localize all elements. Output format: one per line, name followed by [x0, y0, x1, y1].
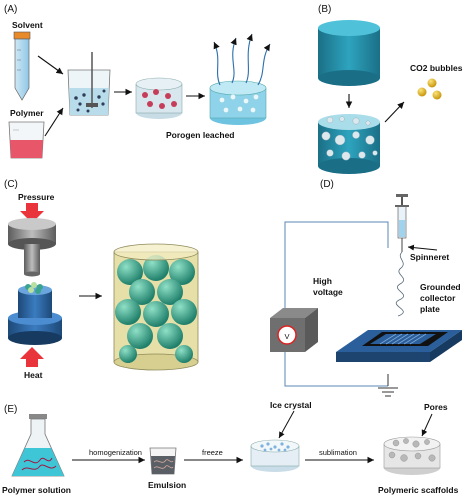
arrow-pores [421, 413, 433, 437]
freeze-label: freeze [202, 448, 223, 457]
co2-bubbles [417, 78, 442, 100]
leached-vessel [209, 33, 271, 125]
arrow-to-bubbles [384, 101, 405, 123]
panel-a: (A) Solvent Polymer [4, 4, 271, 159]
spinneret-label: Spinneret [410, 252, 449, 262]
panel-d: (D) Spinneret High voltage Grounded [270, 179, 462, 397]
panel-e: (E) Polymer solution homogenization Emul… [2, 400, 459, 495]
sintered-jar [113, 243, 199, 371]
mold-with-porogen [135, 77, 183, 119]
press-bottom [8, 282, 62, 345]
polymer-beaker [8, 121, 45, 159]
panel-e-label: (E) [4, 404, 17, 415]
grounded-label-2: collector [420, 293, 456, 303]
syringe [395, 194, 409, 252]
homogenization-label: homogenization [89, 448, 142, 457]
fiber-jet [396, 251, 405, 317]
collector-plate [336, 330, 462, 362]
press-top [8, 218, 56, 277]
arrow-polymer-to-mixer [44, 107, 64, 137]
panel-d-label: (D) [320, 179, 334, 190]
high-voltage-label-1: High [313, 276, 332, 286]
foamed-cylinder [318, 114, 380, 174]
pores-label: Pores [424, 402, 448, 412]
polymer-solution-label: Polymer solution [2, 485, 71, 495]
grounded-label-3: plate [420, 304, 440, 314]
grounded-label-1: Grounded [420, 282, 461, 292]
emulsion-label: Emulsion [148, 480, 186, 490]
arrow-spinneret [407, 244, 438, 251]
pressure-arrow [20, 203, 44, 223]
panel-c: (C) Pressure Heat [4, 179, 199, 380]
circuit-wires [284, 221, 389, 387]
panel-c-label: (C) [4, 179, 18, 190]
porogen-leached-label: Porogen leached [166, 130, 235, 140]
ice-crystal-label: Ice crystal [270, 400, 312, 410]
panel-b-label: (B) [318, 4, 331, 15]
panel-a-label: (A) [4, 4, 17, 15]
ice-crystal-dish [250, 439, 300, 472]
sublimation-label: sublimation [319, 448, 357, 457]
polymer-label: Polymer [10, 108, 44, 118]
arrow-ice-crystal [278, 410, 295, 439]
solvent-label: Solvent [12, 20, 43, 30]
solvent-tube [13, 31, 31, 101]
high-voltage-label-2: voltage [313, 287, 343, 297]
polymer-cylinder [318, 20, 380, 86]
heat-label: Heat [24, 370, 43, 380]
scaffold-dish [383, 436, 441, 475]
ground-symbol [378, 374, 398, 397]
co2-bubbles-label: CO2 bubbles [410, 63, 463, 73]
mixing-beaker [67, 52, 111, 116]
pressure-label: Pressure [18, 192, 55, 202]
heat-arrow [20, 347, 44, 367]
panel-b: (B) CO2 bubbles [318, 4, 463, 174]
polymeric-scaffolds-label: Polymeric scaffolds [378, 485, 459, 495]
arrow-solvent-to-mixer [37, 55, 64, 75]
emulsion-cup [149, 447, 177, 475]
polymer-solution-flask [11, 414, 65, 477]
meter-v: V [284, 332, 289, 341]
voltage-source: V [270, 308, 318, 352]
